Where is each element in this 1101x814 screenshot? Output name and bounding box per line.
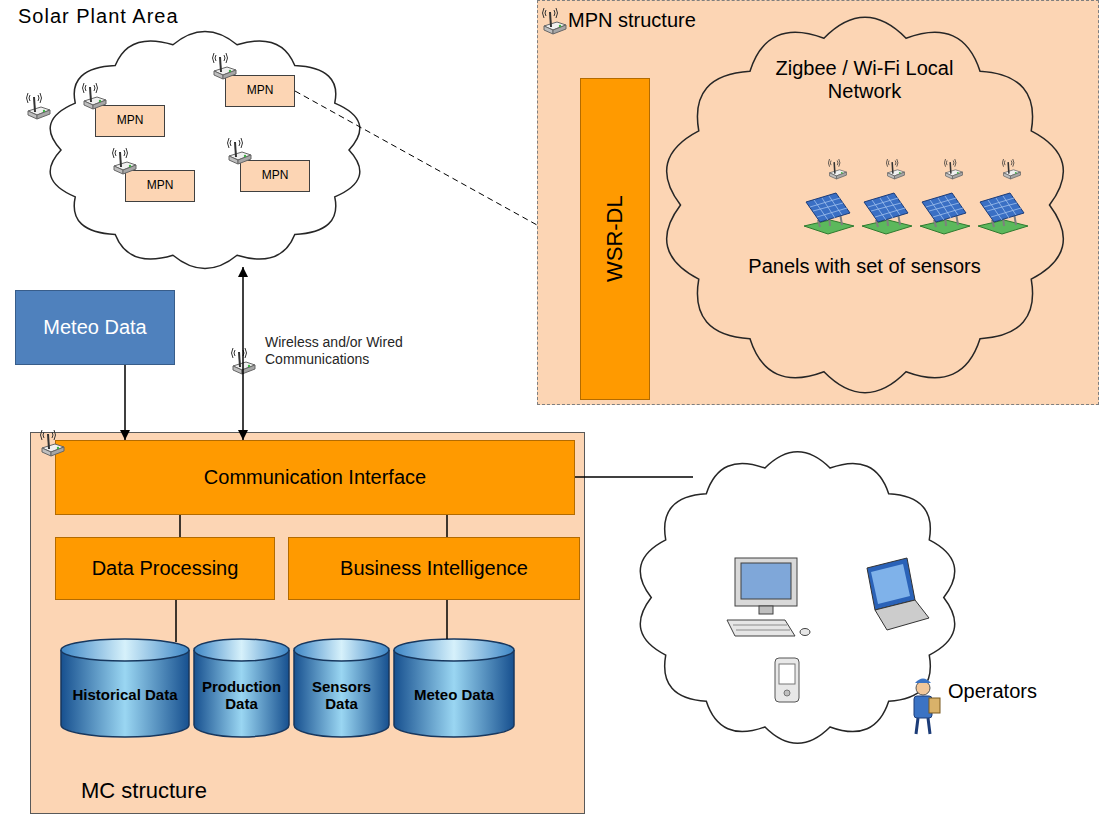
cloud-outline [45, 30, 365, 270]
wsr-dl-bar: WSR-DL [580, 78, 650, 400]
node-label: MPN [247, 84, 274, 98]
dashed-leader-connector [295, 91, 537, 225]
local-network-cloud: Zigbee / Wi-Fi Local NetworkPanels with … [660, 15, 1070, 395]
meteo-data-box: Meteo Data [15, 290, 175, 365]
node-label: MPN structure [568, 9, 788, 32]
antenna-icon [542, 7, 568, 35]
data-processing-box: Data Processing [55, 537, 275, 600]
connector [575, 476, 693, 478]
node-label: Communication Interface [204, 466, 426, 489]
operators-cloud: Operators [635, 450, 960, 745]
node-label: Data Processing [92, 557, 239, 580]
solar-panel-icons [804, 159, 1028, 234]
mpn-box: MPN [125, 170, 195, 202]
solar-plant-cloud: Solar Plant AreaMPNMPNMPNMPN [45, 30, 365, 270]
node-label: MPN [117, 114, 144, 128]
antenna-icon [82, 82, 108, 110]
communication-interface-box: Communication Interface [55, 440, 575, 515]
node-label: Panels with set of sensors [705, 255, 1025, 278]
database-cylinder: Historical Data [60, 638, 190, 738]
node-label: MC structure [81, 778, 331, 803]
connector [124, 365, 126, 440]
node-label: Business Intelligence [340, 557, 528, 580]
node-label: WSR-DL [602, 195, 627, 282]
antenna-icon [212, 52, 238, 80]
mpn-box: MPN [225, 75, 295, 107]
business-intelligence-box: Business Intelligence [288, 537, 580, 600]
node-label: Operators [948, 680, 1058, 703]
node-label: Meteo Data [414, 686, 494, 703]
database-cylinder: Sensors Data [293, 638, 390, 738]
node-label: Meteo Data [43, 316, 146, 339]
database-cylinder: Meteo Data [393, 638, 515, 738]
edge-label: Wireless and/or Wired Communications [263, 333, 462, 369]
connector [175, 600, 177, 642]
connector [242, 267, 244, 440]
cloud-outline [635, 450, 960, 745]
connector [446, 515, 448, 537]
mpn-box: MPN [95, 105, 165, 137]
node-label: Historical Data [72, 686, 177, 703]
node-label: Solar Plant Area [18, 5, 278, 28]
antenna-icon [40, 429, 66, 457]
mpn-structure-panel: MPN structureWSR-DL Zigbee / Wi-Fi Local … [537, 0, 1099, 405]
operator-device-icons [727, 558, 940, 734]
antenna-icon [232, 348, 256, 374]
connector [446, 600, 448, 639]
mc-structure-panel: MC structure Communication InterfaceData … [30, 432, 585, 814]
antenna-icon [112, 147, 138, 175]
antenna-icon [227, 137, 253, 165]
node-label: Production Data [201, 678, 282, 713]
database-cylinder: Production Data [193, 638, 290, 738]
node-label: MPN [147, 179, 174, 193]
antenna-icon [27, 93, 51, 119]
node-label: Sensors Data [301, 678, 382, 713]
connector [179, 515, 181, 537]
mpn-box: MPN [240, 160, 310, 192]
node-label: Zigbee / Wi-Fi Local Network [755, 57, 975, 103]
node-label: MPN [262, 169, 289, 183]
